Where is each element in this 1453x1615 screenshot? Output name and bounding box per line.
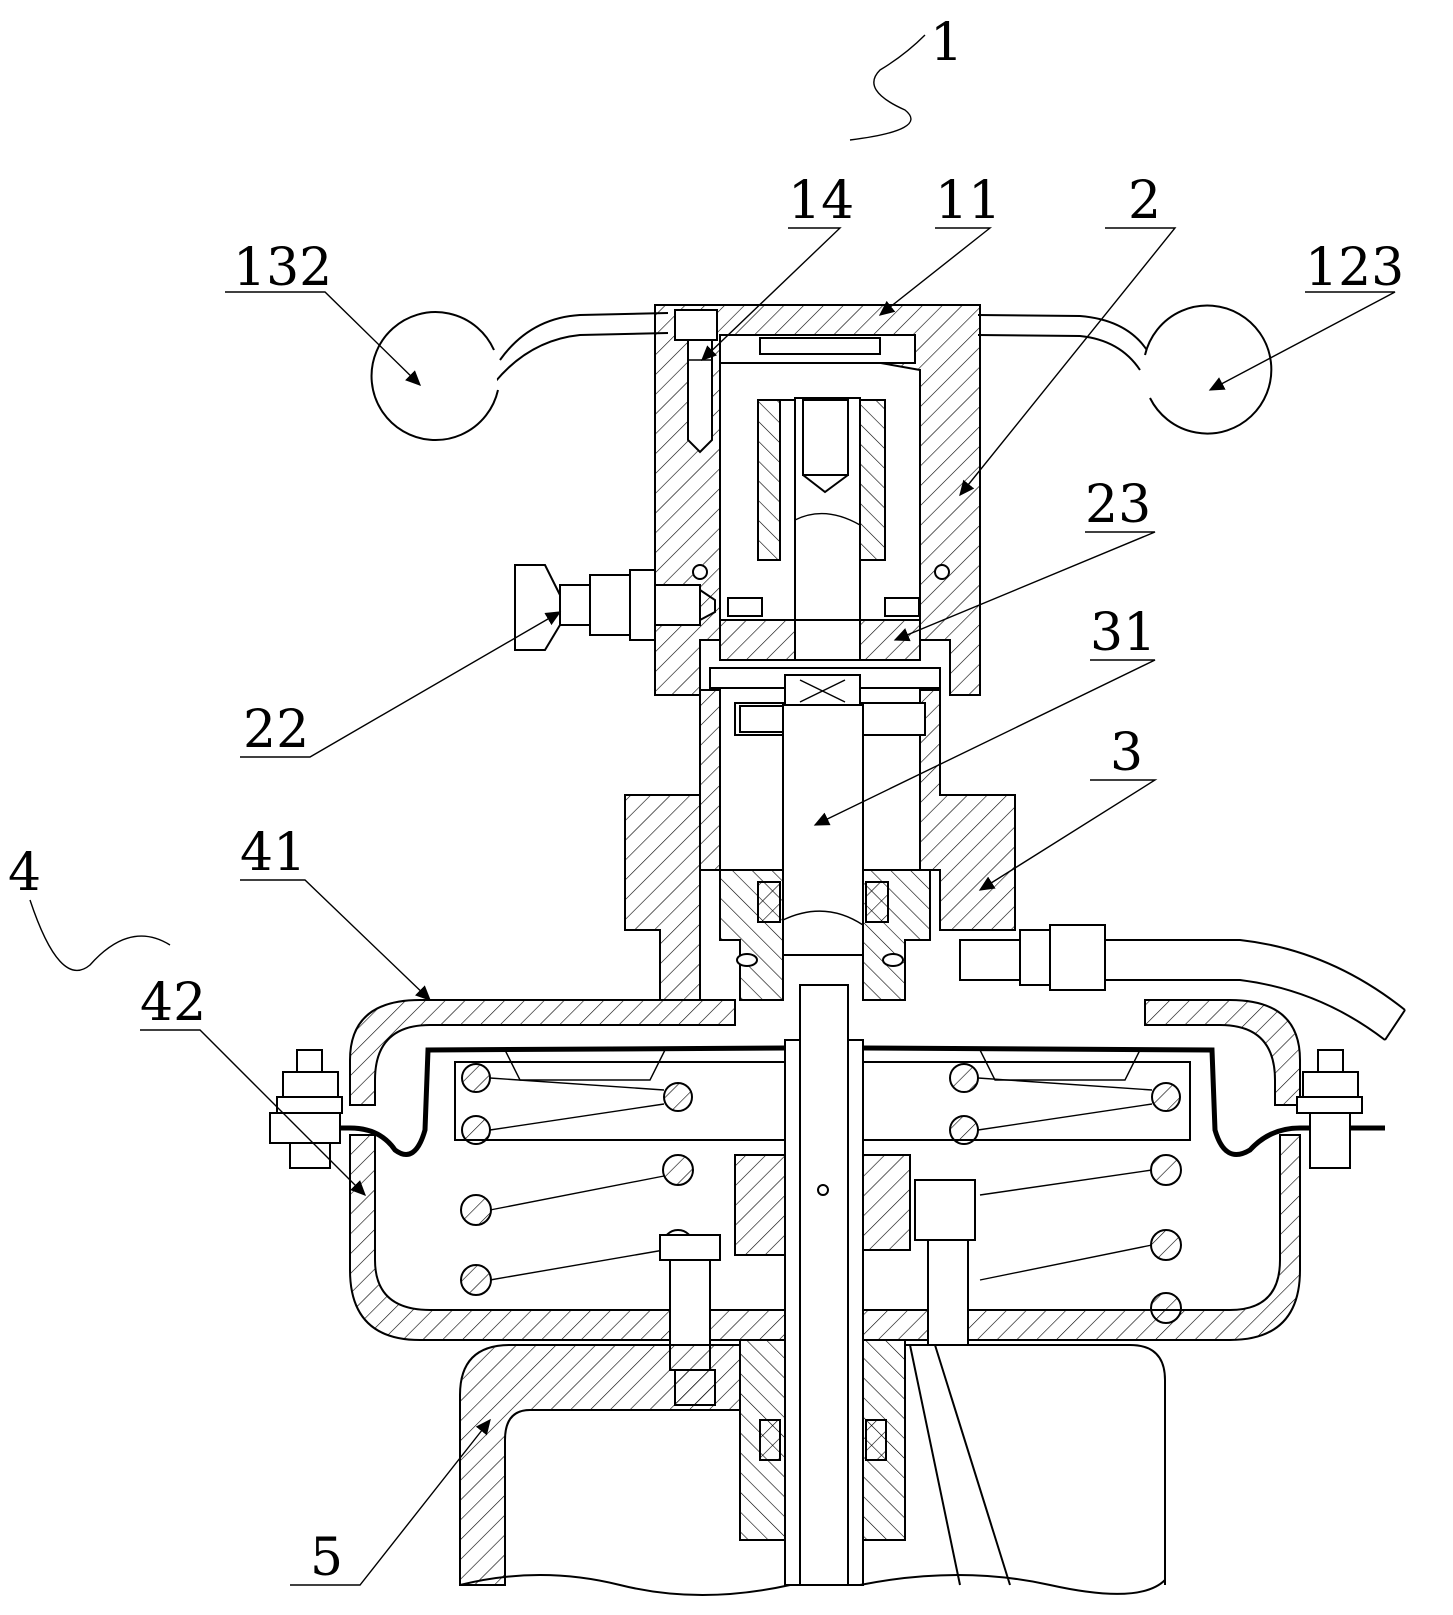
diaphragm-housing-41 bbox=[349, 999, 1301, 1106]
pipe-right bbox=[959, 924, 1406, 1041]
label-22: 22 bbox=[243, 700, 309, 760]
label-23: 23 bbox=[1085, 475, 1151, 535]
label-42: 42 bbox=[140, 973, 206, 1033]
label-132: 132 bbox=[233, 238, 332, 298]
bolt-left bbox=[269, 1049, 343, 1169]
upper-springs bbox=[461, 1063, 1181, 1145]
leader-lines bbox=[29, 34, 1396, 1586]
label-31: 31 bbox=[1090, 603, 1156, 663]
handle-right-123 bbox=[977, 304, 1273, 435]
diaphragm-housing-42 bbox=[349, 1134, 1301, 1341]
label-4: 4 bbox=[8, 843, 41, 903]
handle-left-132 bbox=[370, 311, 669, 442]
bolt-right bbox=[1296, 1049, 1363, 1169]
label-14: 14 bbox=[788, 171, 854, 231]
label-11: 11 bbox=[935, 171, 1001, 231]
diaphragm-membrane bbox=[270, 1045, 1385, 1157]
label-2: 2 bbox=[1128, 171, 1161, 231]
upper-housing-2 bbox=[654, 304, 981, 696]
label-1: 1 bbox=[930, 13, 963, 73]
central-stem bbox=[734, 984, 911, 1586]
fitting-22 bbox=[514, 564, 716, 651]
base-5 bbox=[459, 1344, 1166, 1596]
vent-fitting-right bbox=[914, 1179, 976, 1361]
label-5: 5 bbox=[310, 1528, 343, 1588]
label-41: 41 bbox=[240, 823, 306, 883]
label-123: 123 bbox=[1305, 238, 1404, 298]
middle-body-3 bbox=[624, 667, 1016, 1001]
label-3: 3 bbox=[1110, 723, 1143, 783]
